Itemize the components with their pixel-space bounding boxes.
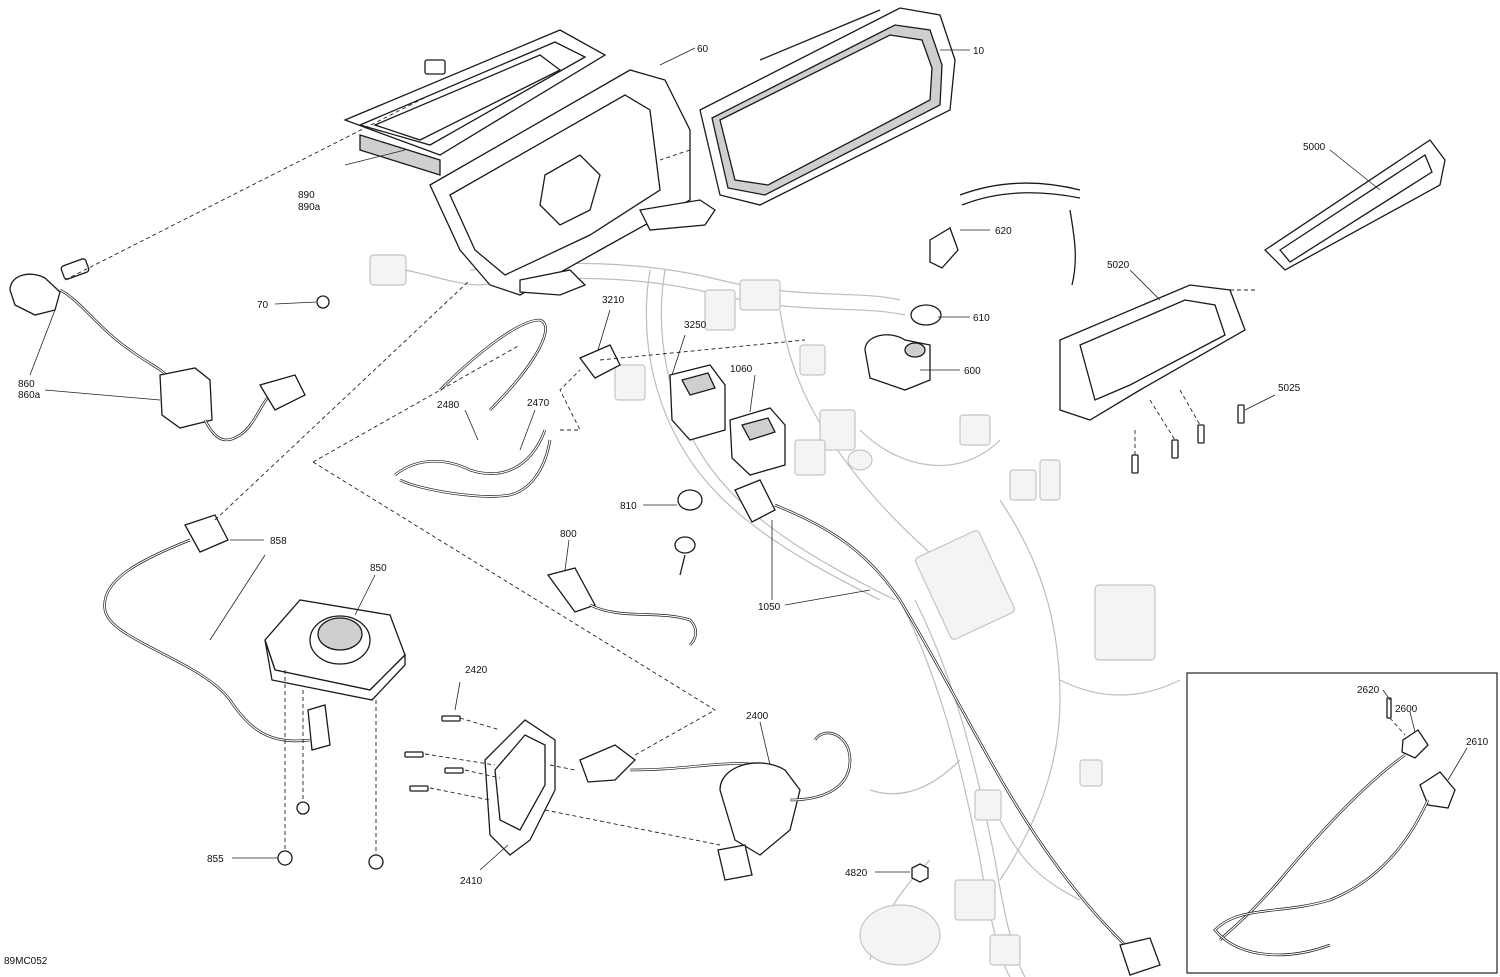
rocker-switch-3250-part (669, 364, 726, 441)
bezel-bracket-part (429, 69, 716, 296)
callout-610: 610 (973, 313, 990, 324)
connector-3210-part (578, 344, 621, 379)
callout-800: 800 (560, 529, 577, 540)
lanyard-620-part (929, 182, 1081, 286)
callout-2610: 2610 (1466, 737, 1489, 748)
ignition-600-610-part (864, 304, 942, 391)
callout-5020: 5020 (1107, 260, 1130, 271)
callout-600: 600 (964, 366, 981, 377)
sensor-800-810-part (546, 489, 703, 646)
callout-5000: 5000 (1303, 142, 1326, 153)
switch-2400-part (579, 731, 852, 881)
callout-2400: 2400 (746, 711, 769, 722)
callout-858: 858 (270, 536, 287, 547)
inset-box (1186, 672, 1498, 974)
callout-2480: 2480 (437, 400, 460, 411)
screw-70-part (316, 295, 330, 309)
callout-70: 70 (257, 300, 269, 311)
dashed-assembly-lines (64, 94, 1406, 855)
rocker-switch-1060-part (729, 407, 786, 476)
callout-855: 855 (207, 854, 224, 865)
cover-5000-part (1263, 139, 1446, 271)
callout-1050: 1050 (758, 602, 781, 613)
harness-858-part (103, 514, 331, 751)
callout-3210: 3210 (602, 295, 625, 306)
callout-890: 890 (298, 190, 315, 201)
callout-3250: 3250 (684, 320, 707, 331)
callout-620: 620 (995, 226, 1012, 237)
callout-1060: 1060 (730, 364, 753, 375)
display-cluster-part (699, 7, 956, 206)
nut-4820-part (911, 863, 929, 883)
leader-lines (29, 47, 1468, 873)
controller-850-part (264, 599, 406, 701)
housing-5020-part (1059, 284, 1246, 421)
nuts-855-part (277, 801, 384, 870)
screws-2420-part (404, 715, 464, 792)
callout-10: 10 (973, 46, 985, 57)
callout-810: 810 (620, 501, 637, 512)
callout-2600: 2600 (1395, 704, 1418, 715)
callout-2470: 2470 (527, 398, 550, 409)
callout-860a: 860a (18, 390, 41, 401)
callout-60: 60 (697, 44, 709, 55)
storage-tray-part (343, 29, 607, 176)
callout-labels: 10 60 890 890a 70 860 860a 620 610 600 5… (4, 44, 1489, 967)
screws-5025-part (1131, 404, 1245, 474)
callout-890a: 890a (298, 202, 321, 213)
callout-2410: 2410 (460, 876, 483, 887)
background-harness (369, 254, 1181, 977)
harness-1050-part (734, 479, 1161, 976)
callout-2420: 2420 (465, 665, 488, 676)
tubes-2470-2480-part (394, 318, 552, 498)
bracket-2410-part (484, 719, 556, 856)
figure-code: 89MC052 (4, 956, 48, 967)
callout-860: 860 (18, 379, 35, 390)
callout-5025: 5025 (1278, 383, 1301, 394)
switch-harness-860-part (9, 258, 306, 442)
callout-850: 850 (370, 563, 387, 574)
callout-4820: 4820 (845, 868, 868, 879)
callout-2620: 2620 (1357, 685, 1380, 696)
